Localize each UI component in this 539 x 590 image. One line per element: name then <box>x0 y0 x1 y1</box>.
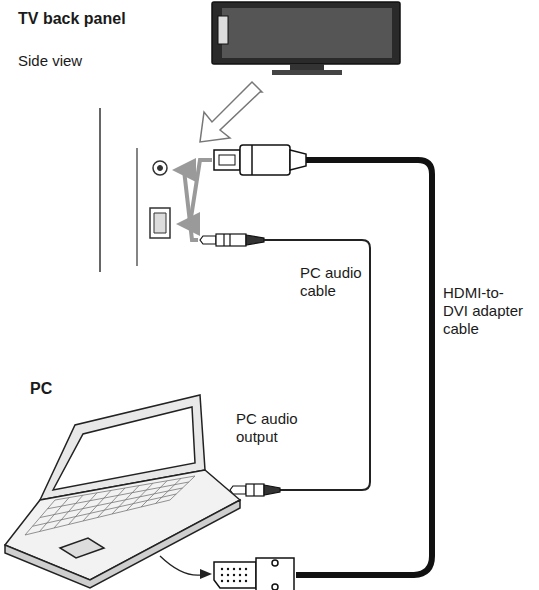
key-column <box>40 498 70 532</box>
view-label: Side view <box>18 52 138 70</box>
dvi-pin <box>245 580 247 582</box>
key-column <box>54 495 83 528</box>
dvi-pin <box>227 568 229 570</box>
key-column <box>69 493 98 525</box>
key-column <box>141 481 167 507</box>
connect-pointer <box>160 556 206 575</box>
key-column <box>25 500 55 535</box>
dvi-pin <box>227 574 229 576</box>
dvi-pin <box>233 568 235 570</box>
port-label: PC audio output <box>236 410 336 446</box>
dvi-pin <box>221 580 223 582</box>
side-panel <box>100 108 170 272</box>
laptop <box>5 395 240 588</box>
dvi-pin <box>245 568 247 570</box>
dvi-pin <box>245 574 247 576</box>
dvi-pin <box>233 580 235 582</box>
hdmi-plug <box>214 145 306 175</box>
key-column <box>83 490 111 521</box>
dvi-pin <box>233 574 235 576</box>
cable-label: HDMI-to-DVI adapter cable <box>443 284 527 338</box>
view-pointer <box>200 82 262 142</box>
connect-pointer-head <box>200 569 212 579</box>
dvi-pin <box>221 574 223 576</box>
audio-plug-pc <box>230 484 280 496</box>
heading-label: TV back panel <box>18 10 178 28</box>
hdmi-dvi-cable <box>296 160 432 575</box>
device-label: PC <box>30 380 90 398</box>
key-column <box>170 476 195 500</box>
key-row <box>40 488 183 518</box>
pc-audio-cable-wire <box>264 240 370 490</box>
dvi-connector <box>214 558 294 590</box>
dvi-pin <box>239 580 241 582</box>
dvi-pin <box>239 574 241 576</box>
cable-label: PC audio cable <box>300 264 366 300</box>
dvi-pin <box>239 568 241 570</box>
insertion-arrows <box>176 160 212 240</box>
key-column <box>98 488 126 518</box>
tv <box>212 2 400 75</box>
dvi-pin <box>227 580 229 582</box>
key-column <box>112 486 139 514</box>
audio-plug-tv <box>200 234 264 246</box>
key-column <box>156 478 182 503</box>
key-column <box>127 483 154 510</box>
dvi-pin <box>221 568 223 570</box>
